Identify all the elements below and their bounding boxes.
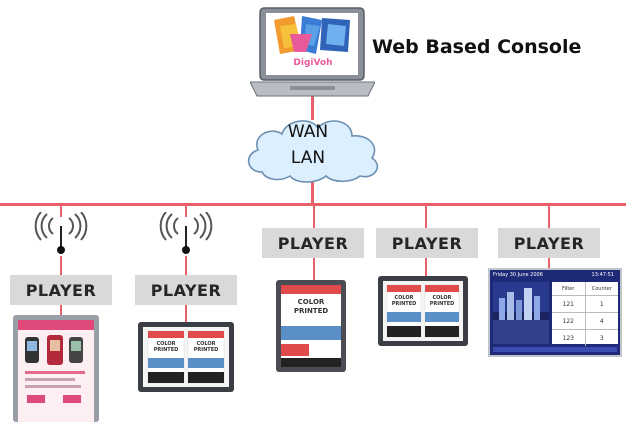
screen-2-landscape-display: COLOR PRINTED COLOR PRINTED bbox=[138, 322, 234, 392]
screen-5-dashboard-display: Friday 30 June 2006 13:47:51 Filter Coun… bbox=[488, 268, 622, 357]
screen-link-line-3 bbox=[313, 258, 315, 282]
table-cell: 123 bbox=[552, 330, 586, 346]
wireless-antenna-icon-1 bbox=[30, 211, 92, 258]
network-backbone-line bbox=[0, 203, 626, 206]
dashboard-table: Filter Counter 121 1 122 4 123 3 bbox=[552, 282, 618, 346]
screen-4-landscape-display: COLOR PRINTED COLOR PRINTED bbox=[378, 276, 468, 346]
drop-line-1 bbox=[60, 205, 62, 217]
table-header-filter: Filter bbox=[552, 282, 586, 295]
cloud-label-lan: LAN bbox=[290, 148, 326, 168]
table-header-counter: Counter bbox=[591, 285, 612, 292]
table-cell: 4 bbox=[599, 317, 604, 325]
table-cell: 122 bbox=[552, 313, 586, 329]
drop-line-3 bbox=[313, 205, 315, 229]
screen-link-line-1 bbox=[60, 305, 62, 317]
screen-1-portrait-display bbox=[13, 315, 99, 422]
screen-link-line-4 bbox=[425, 258, 427, 278]
screen-2-poster-title-right: COLOR PRINTED bbox=[193, 341, 219, 353]
table-cell: 121 bbox=[552, 296, 586, 312]
table-row: 122 4 bbox=[552, 313, 618, 330]
drop-line-5 bbox=[548, 205, 550, 229]
dashboard-time: 13:47:51 bbox=[591, 272, 614, 278]
screen-4-poster-title-left: COLOR PRINTED bbox=[391, 295, 417, 307]
table-row: 121 1 bbox=[552, 296, 618, 313]
table-cell: 1 bbox=[599, 300, 604, 308]
screen-link-line-5 bbox=[548, 258, 550, 270]
table-cell: 3 bbox=[599, 334, 604, 342]
network-cloud-icon bbox=[240, 114, 386, 184]
dashboard-city-image bbox=[493, 282, 549, 344]
cloud-downlink-line bbox=[311, 180, 314, 204]
screen-4-poster-title-right: COLOR PRINTED bbox=[429, 295, 455, 307]
player-label-2: PLAYER bbox=[135, 275, 237, 305]
console-heading: Web Based Console bbox=[372, 36, 582, 58]
drop-line-2 bbox=[185, 205, 187, 217]
player-label-5: PLAYER bbox=[498, 228, 600, 258]
cloud-label-wan: WAN bbox=[287, 122, 329, 142]
screen-3-poster-title: COLOR PRINTED bbox=[293, 298, 329, 315]
screen-link-line-2 bbox=[185, 305, 187, 323]
player-link-line-2 bbox=[185, 256, 187, 276]
console-uplink-line bbox=[311, 96, 314, 120]
screen-3-portrait-display: COLOR PRINTED bbox=[276, 280, 346, 372]
digivoh-logo-text: DigiVoh bbox=[293, 58, 333, 68]
dashboard-date: Friday 30 June 2006 bbox=[493, 272, 543, 278]
player-label-4: PLAYER bbox=[376, 228, 478, 258]
screen-2-poster-title-left: COLOR PRINTED bbox=[153, 341, 179, 353]
drop-line-4 bbox=[425, 205, 427, 229]
dashboard-footer-bar bbox=[493, 347, 617, 352]
table-row: 123 3 bbox=[552, 330, 618, 346]
player-link-line-1 bbox=[60, 256, 62, 276]
player-label-3: PLAYER bbox=[262, 228, 364, 258]
laptop-console-icon: DigiVoh bbox=[249, 6, 376, 98]
wireless-antenna-icon-2 bbox=[155, 211, 217, 258]
player-label-1: PLAYER bbox=[10, 275, 112, 305]
